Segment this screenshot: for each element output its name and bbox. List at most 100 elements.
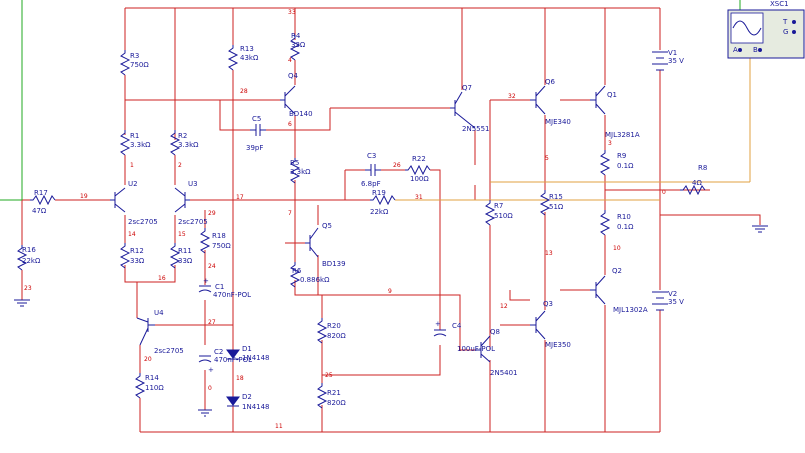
ground-symbol (752, 225, 768, 233)
label: R14 (145, 374, 159, 382)
value: 3.3kΩ (290, 168, 311, 176)
resistor-r6[interactable]: R6 0.886kΩ (289, 262, 330, 288)
value: BD140 (289, 110, 313, 118)
label: R16 (22, 246, 36, 254)
label: R12 (130, 247, 144, 255)
pin-g[interactable] (792, 30, 796, 34)
pin-t[interactable] (792, 20, 796, 24)
pin-b[interactable] (758, 48, 762, 52)
resistor-r5[interactable]: R5 3.3kΩ (289, 158, 311, 184)
scope-label: XSC1 (770, 0, 789, 8)
resistor-r13[interactable]: R13 43kΩ (227, 45, 259, 71)
node-label: 26 (393, 162, 401, 169)
pin-a-label: A (733, 46, 738, 54)
label: R6 (292, 267, 302, 275)
resistor-r17[interactable]: R17 47Ω (30, 189, 56, 215)
resistor-r12[interactable]: R12 33Ω (119, 243, 145, 269)
capacitor-c4[interactable]: + C4 100uF-POL (433, 320, 495, 353)
label: R8 (698, 164, 707, 172)
label: R21 (327, 389, 341, 397)
transistor-q5[interactable]: Q5 BD139 (305, 222, 346, 268)
resistor-r9[interactable]: R9 0.1Ω (599, 150, 634, 176)
transistor-q6[interactable]: Q6 MJE340 (530, 78, 571, 126)
node-label: 25 (325, 372, 333, 379)
node-label: 5 (545, 155, 549, 162)
value: 1N4148 (242, 403, 270, 411)
label: Q5 (322, 222, 332, 230)
resistor-r15[interactable]: R15 51Ω (539, 190, 564, 216)
transistor-q8[interactable]: Q8 2N5401 (475, 328, 518, 377)
label: C1 (215, 283, 224, 291)
label: C5 (252, 115, 261, 123)
transistor-u2[interactable]: U2 2sc2705 (110, 180, 158, 226)
node-label: 24 (208, 263, 216, 270)
node-label: 1 (130, 162, 134, 169)
transistor-u4[interactable]: U4 2sc2705 (136, 309, 184, 355)
capacitor-c5[interactable]: C5 39pF (246, 115, 266, 152)
node-label: 4 (288, 57, 292, 64)
resistor-r20[interactable]: R20 820Ω (316, 318, 346, 344)
transistor-q1[interactable]: Q1 MJL3281A (590, 85, 640, 139)
node-label: 32 (508, 93, 516, 100)
resistor-r21[interactable]: R21 820Ω (316, 383, 346, 409)
transistor-q2[interactable]: Q2 MJL1302A (590, 267, 648, 314)
resistor-r3[interactable]: R3 750Ω (119, 50, 149, 76)
value: 22kΩ (370, 208, 389, 216)
capacitor-c3[interactable]: C3 6.8pF (361, 152, 381, 188)
resistor-r16[interactable]: R16 22kΩ (16, 245, 41, 271)
resistor-r22[interactable]: R22 100Ω (405, 155, 431, 183)
label: R1 (130, 132, 139, 140)
resistor-r2[interactable]: R2 3.3kΩ (169, 130, 199, 156)
node-label: 29 (208, 210, 216, 217)
label: V1 (668, 49, 677, 57)
resistor-r10[interactable]: R10 0.1Ω (599, 210, 634, 236)
diode-d2[interactable]: D2 1N4148 (226, 393, 270, 411)
value: 820Ω (327, 399, 346, 407)
value: MJL3281A (605, 131, 640, 139)
value: 2N5551 (462, 125, 490, 133)
resistor-r4[interactable]: R4 33Ω (289, 32, 306, 61)
value: 33Ω (178, 257, 193, 265)
resistor-r14[interactable]: R14 110Ω (134, 373, 164, 399)
ground-symbol (198, 409, 212, 417)
value: 22kΩ (22, 257, 41, 265)
label: Q8 (490, 328, 500, 336)
label: Q2 (612, 267, 622, 275)
value: 6.8pF (361, 180, 381, 188)
label: R13 (240, 45, 254, 53)
value: 100uF-POL (457, 345, 495, 353)
capacitor-c1[interactable]: + C1 470nF-POL (198, 277, 251, 299)
value: 2N5401 (490, 369, 518, 377)
label: Q7 (462, 84, 472, 92)
resistor-r1[interactable]: R1 3.3kΩ (119, 130, 151, 156)
value: MJE340 (545, 118, 571, 126)
transistor-q7[interactable]: Q7 2N5551 (450, 84, 490, 133)
node-label: 27 (208, 319, 216, 326)
transistor-q3[interactable]: Q3 MJE350 (530, 300, 571, 349)
transistor-u3[interactable]: U3 2sc2705 (174, 180, 208, 226)
voltage-source-v2[interactable]: V2 35 V (652, 290, 684, 311)
capacitor-c2[interactable]: + C2 470nF-POL (198, 348, 252, 374)
label: R22 (412, 155, 426, 163)
resistor-r18[interactable]: R18 750Ω (199, 228, 231, 254)
oscilloscope-xsc1[interactable]: XSC1 T G A B (727, 0, 805, 59)
resistor-r8[interactable]: R8 4Ω (680, 164, 707, 196)
value: 510Ω (494, 212, 513, 220)
pin-a[interactable] (738, 48, 742, 52)
voltage-source-v1[interactable]: V1 35 V (652, 49, 684, 71)
resistor-r11[interactable]: R11 33Ω (169, 243, 193, 269)
ground-symbol (14, 299, 30, 307)
value: 35 V (668, 57, 684, 65)
node-label: 28 (240, 88, 248, 95)
diode-d1[interactable]: D1 1N4148 (226, 345, 270, 362)
node-labels: 33 28 3 4 6 1 2 19 14 15 16 17 29 24 27 … (24, 9, 666, 430)
node-label: 31 (415, 194, 423, 201)
label: C2 (214, 348, 223, 356)
resistor-r7[interactable]: R7 510Ω (484, 200, 513, 226)
value: 33Ω (130, 257, 145, 265)
transistor-q4[interactable]: Q4 BD140 (280, 72, 313, 118)
orange-wires (395, 58, 751, 201)
value: 3.3kΩ (130, 141, 151, 149)
resistor-r19[interactable]: R19 22kΩ (370, 189, 396, 216)
